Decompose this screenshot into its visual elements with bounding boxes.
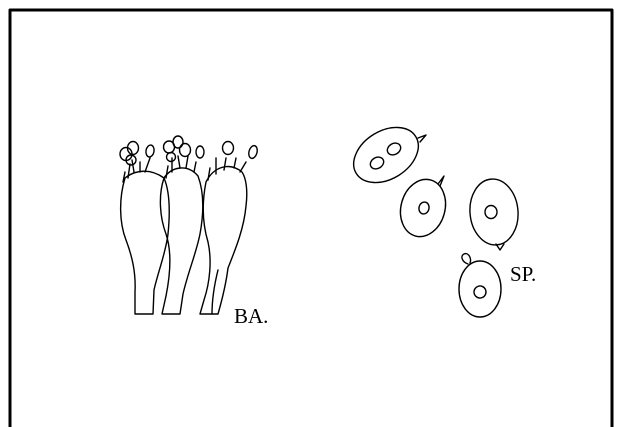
plate-border — [10, 10, 612, 427]
spores-drawing — [344, 116, 521, 317]
basidium-right — [200, 167, 247, 314]
basidium-left — [121, 171, 170, 314]
spore-3 — [467, 177, 521, 250]
basidium-right-fold — [212, 270, 218, 314]
label-basidia: BA. — [234, 304, 268, 328]
label-spores: SP. — [510, 262, 536, 286]
basidia-drawing — [120, 136, 259, 314]
spore-4 — [459, 254, 501, 317]
sterigmata — [123, 156, 246, 182]
basidiospores — [120, 136, 259, 165]
spore-2 — [394, 174, 452, 241]
